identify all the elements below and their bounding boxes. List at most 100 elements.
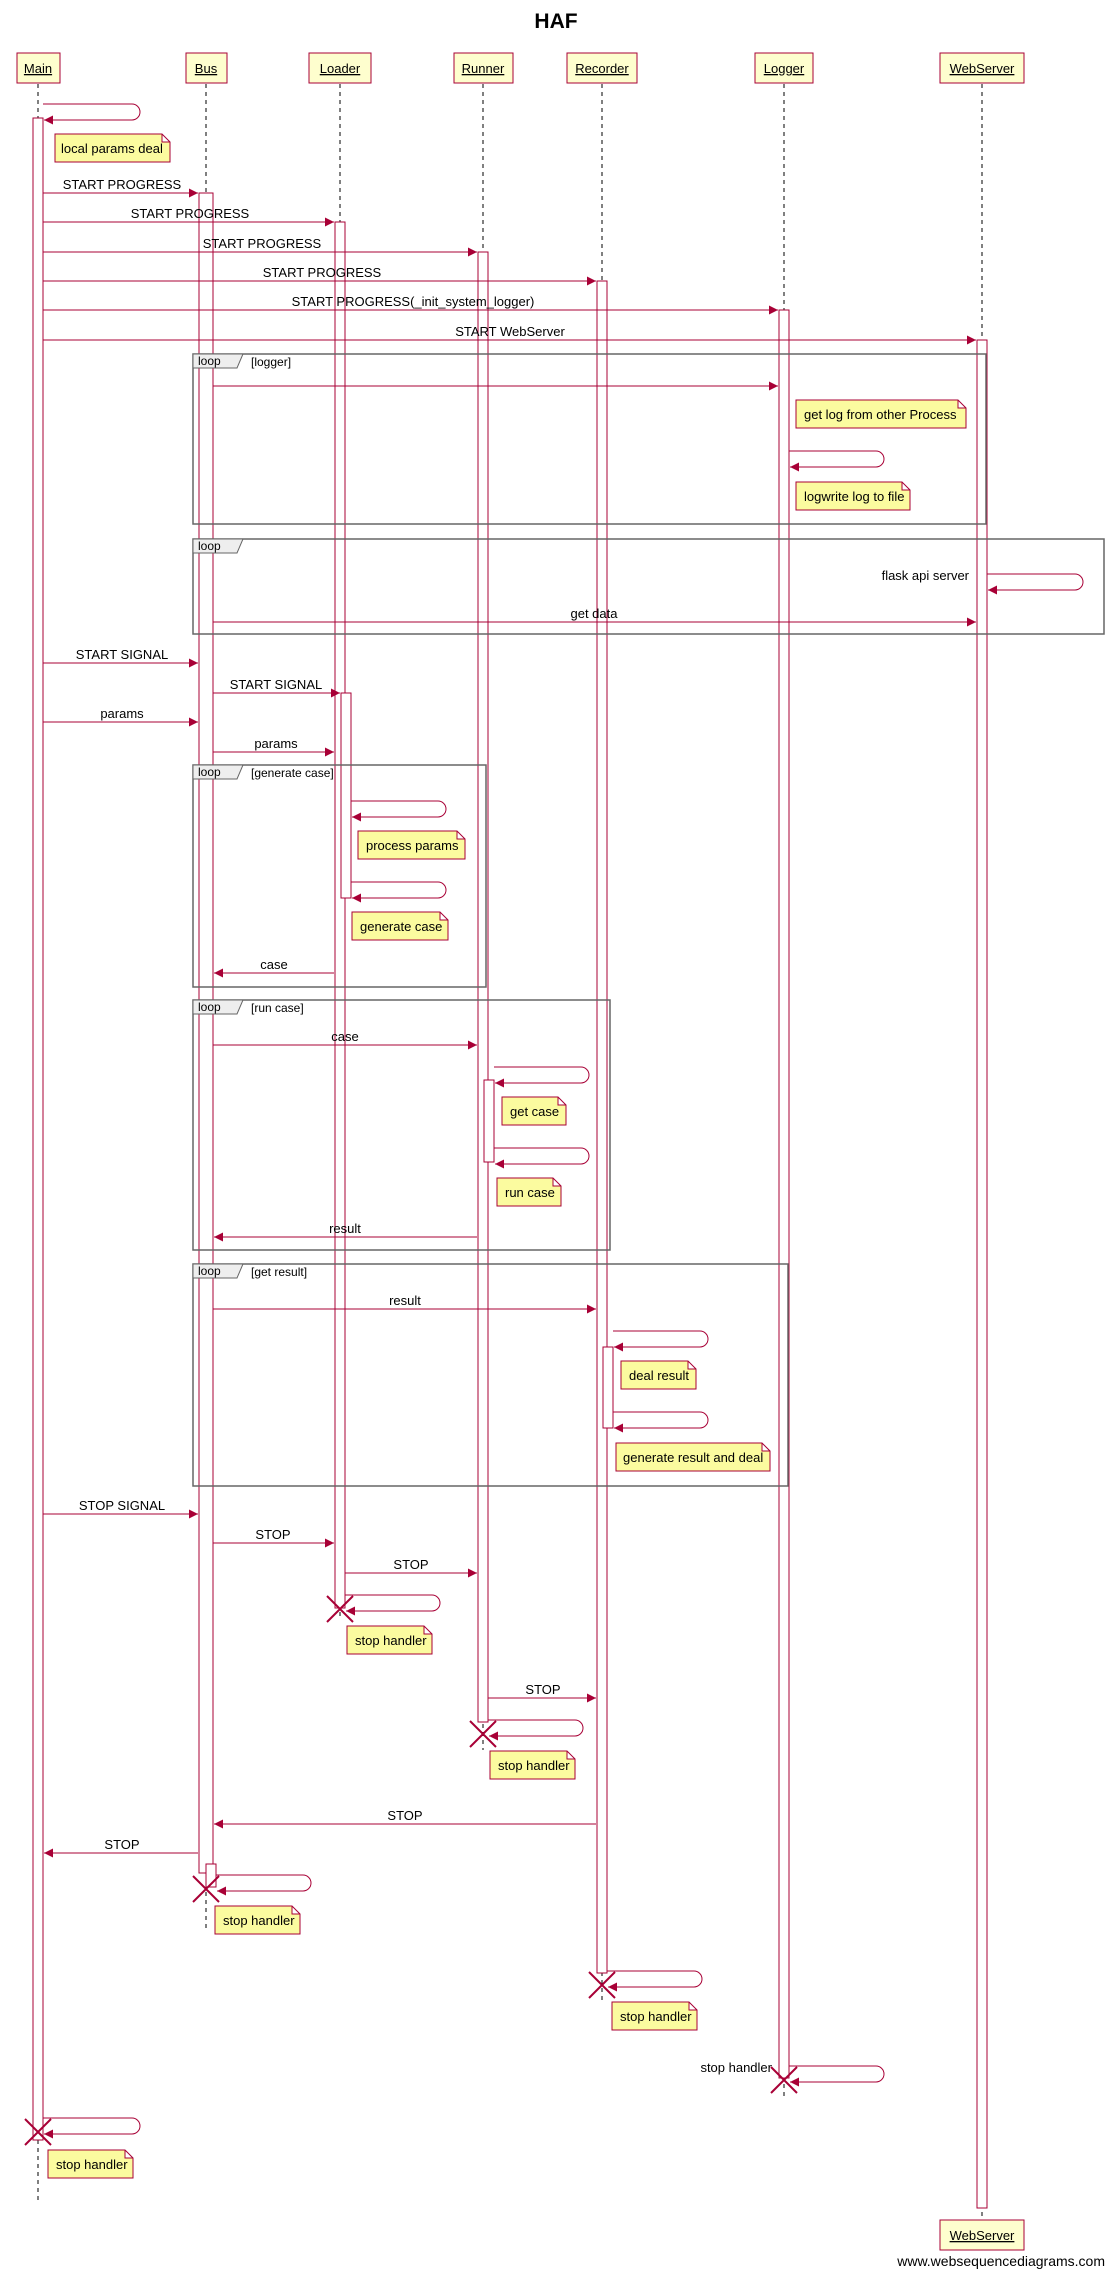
- message-label: params: [254, 736, 298, 751]
- note-text: generate result and deal: [623, 1450, 763, 1465]
- loop-tag-box: [192, 1263, 244, 1279]
- loop-guard: [get result]: [251, 1265, 307, 1279]
- note-text: logwrite log to file: [804, 489, 904, 504]
- note-text: generate case: [360, 919, 442, 934]
- loop-tag-box: [192, 764, 244, 780]
- self-message-arrow: [216, 1874, 312, 1896]
- note-box: [357, 830, 466, 860]
- loop-keyword: loop: [198, 354, 221, 368]
- message-label: START PROGRESS: [63, 177, 182, 192]
- message-label: STOP: [525, 1682, 560, 1697]
- actor-label-loader: Loader: [320, 61, 361, 76]
- activation-loader: [334, 221, 346, 1609]
- activation-main: [32, 117, 44, 2141]
- message-label: START PROGRESS: [203, 236, 322, 251]
- message-label: START WebServer: [455, 324, 565, 339]
- note-text: local params deal: [61, 141, 163, 156]
- message-label: case: [331, 1029, 358, 1044]
- diagram-title: HAF: [534, 10, 577, 33]
- note-box: [496, 1177, 562, 1207]
- self-message-arrow: [613, 1330, 709, 1352]
- self-message-arrow: [494, 1066, 590, 1088]
- message-label: get data: [571, 606, 619, 621]
- loop-frame-run-case: [192, 999, 611, 1251]
- activation-recorder: [596, 280, 608, 1974]
- self-message-arrow: [607, 1970, 703, 1992]
- actor-label-runner: Runner: [462, 61, 505, 76]
- message-label: result: [329, 1221, 361, 1236]
- activation-webserver: [976, 339, 988, 2209]
- destroy-mark: [192, 1875, 220, 1903]
- note-box: [501, 1096, 567, 1126]
- message-label: STOP: [393, 1557, 428, 1572]
- note-box: [795, 399, 967, 429]
- destroy-mark: [469, 1720, 497, 1748]
- message-label: STOP: [104, 1837, 139, 1852]
- self-message-arrow: [789, 2065, 885, 2087]
- note-box: [47, 2149, 134, 2179]
- message-label: STOP: [255, 1527, 290, 1542]
- note-text: process params: [366, 838, 459, 853]
- message-label: START PROGRESS: [131, 206, 250, 221]
- destroy-mark: [24, 2118, 52, 2146]
- note-text: get log from other Process: [804, 407, 957, 422]
- message-label: params: [100, 706, 144, 721]
- note-box: [620, 1360, 697, 1390]
- self-message-arrow: [43, 2117, 141, 2139]
- activation-logger: [778, 309, 790, 2079]
- actor-label-main: Main: [24, 61, 52, 76]
- message-label: START PROGRESS: [263, 265, 382, 280]
- actor-label-webserver-bottom: WebServer: [950, 2228, 1015, 2243]
- note-box: [54, 133, 171, 163]
- actor-box-loader: [308, 52, 372, 84]
- self-message-arrow: [43, 103, 141, 125]
- destroy-mark: [770, 2066, 798, 2094]
- note-text: get case: [510, 1104, 559, 1119]
- actor-label-webserver: WebServer: [950, 61, 1015, 76]
- note-box: [795, 481, 911, 511]
- message-label: START SIGNAL: [76, 647, 168, 662]
- loop-keyword: loop: [198, 765, 221, 779]
- destroy-mark: [588, 1971, 616, 1999]
- message-label: START PROGRESS(_init_system_logger): [292, 294, 535, 309]
- actor-box-logger: [754, 52, 814, 84]
- note-box: [489, 1750, 576, 1780]
- message-label: STOP: [387, 1808, 422, 1823]
- self-message-arrow: [494, 1147, 590, 1169]
- self-message-arrow: [987, 573, 1084, 595]
- message-label: result: [389, 1293, 421, 1308]
- loop-tag-box: [192, 353, 244, 369]
- self-message-arrow: [488, 1719, 584, 1741]
- note-box: [351, 911, 449, 941]
- actor-box-runner: [453, 52, 514, 84]
- message-label: case: [260, 957, 287, 972]
- destroy-mark: [326, 1595, 354, 1623]
- note-text: stop handler: [223, 1913, 295, 1928]
- loop-guard: [run case]: [251, 1001, 304, 1015]
- loop-frame-get-result: [192, 1263, 789, 1487]
- activation-recorder-inner: [602, 1346, 614, 1429]
- loop-keyword: loop: [198, 1000, 221, 1014]
- self-message-arrow: [345, 1594, 441, 1616]
- self-message-label: stop handler: [700, 2060, 772, 2075]
- self-message-arrow: [351, 800, 447, 822]
- self-message-arrow: [789, 450, 885, 472]
- note-box: [615, 1442, 771, 1472]
- loop-tag-box: [192, 538, 244, 554]
- activation-bus: [198, 192, 214, 1874]
- message-label: START SIGNAL: [230, 677, 322, 692]
- activations: [32, 117, 988, 2209]
- self-message-arrow: [351, 881, 447, 903]
- loop-keyword: loop: [198, 539, 221, 553]
- loop-frame-webserver: [192, 538, 1105, 635]
- message-label: STOP SIGNAL: [79, 1498, 165, 1513]
- note-text: stop handler: [355, 1633, 427, 1648]
- loop-keyword: loop: [198, 1264, 221, 1278]
- self-message-label: flask api server: [882, 568, 970, 583]
- actor-box-webserver-bottom: [939, 2219, 1025, 2251]
- note-box: [214, 1905, 301, 1935]
- loop-guard: [generate case]: [251, 766, 334, 780]
- actor-box-main: [16, 52, 61, 84]
- self-message-arrow: [613, 1411, 709, 1433]
